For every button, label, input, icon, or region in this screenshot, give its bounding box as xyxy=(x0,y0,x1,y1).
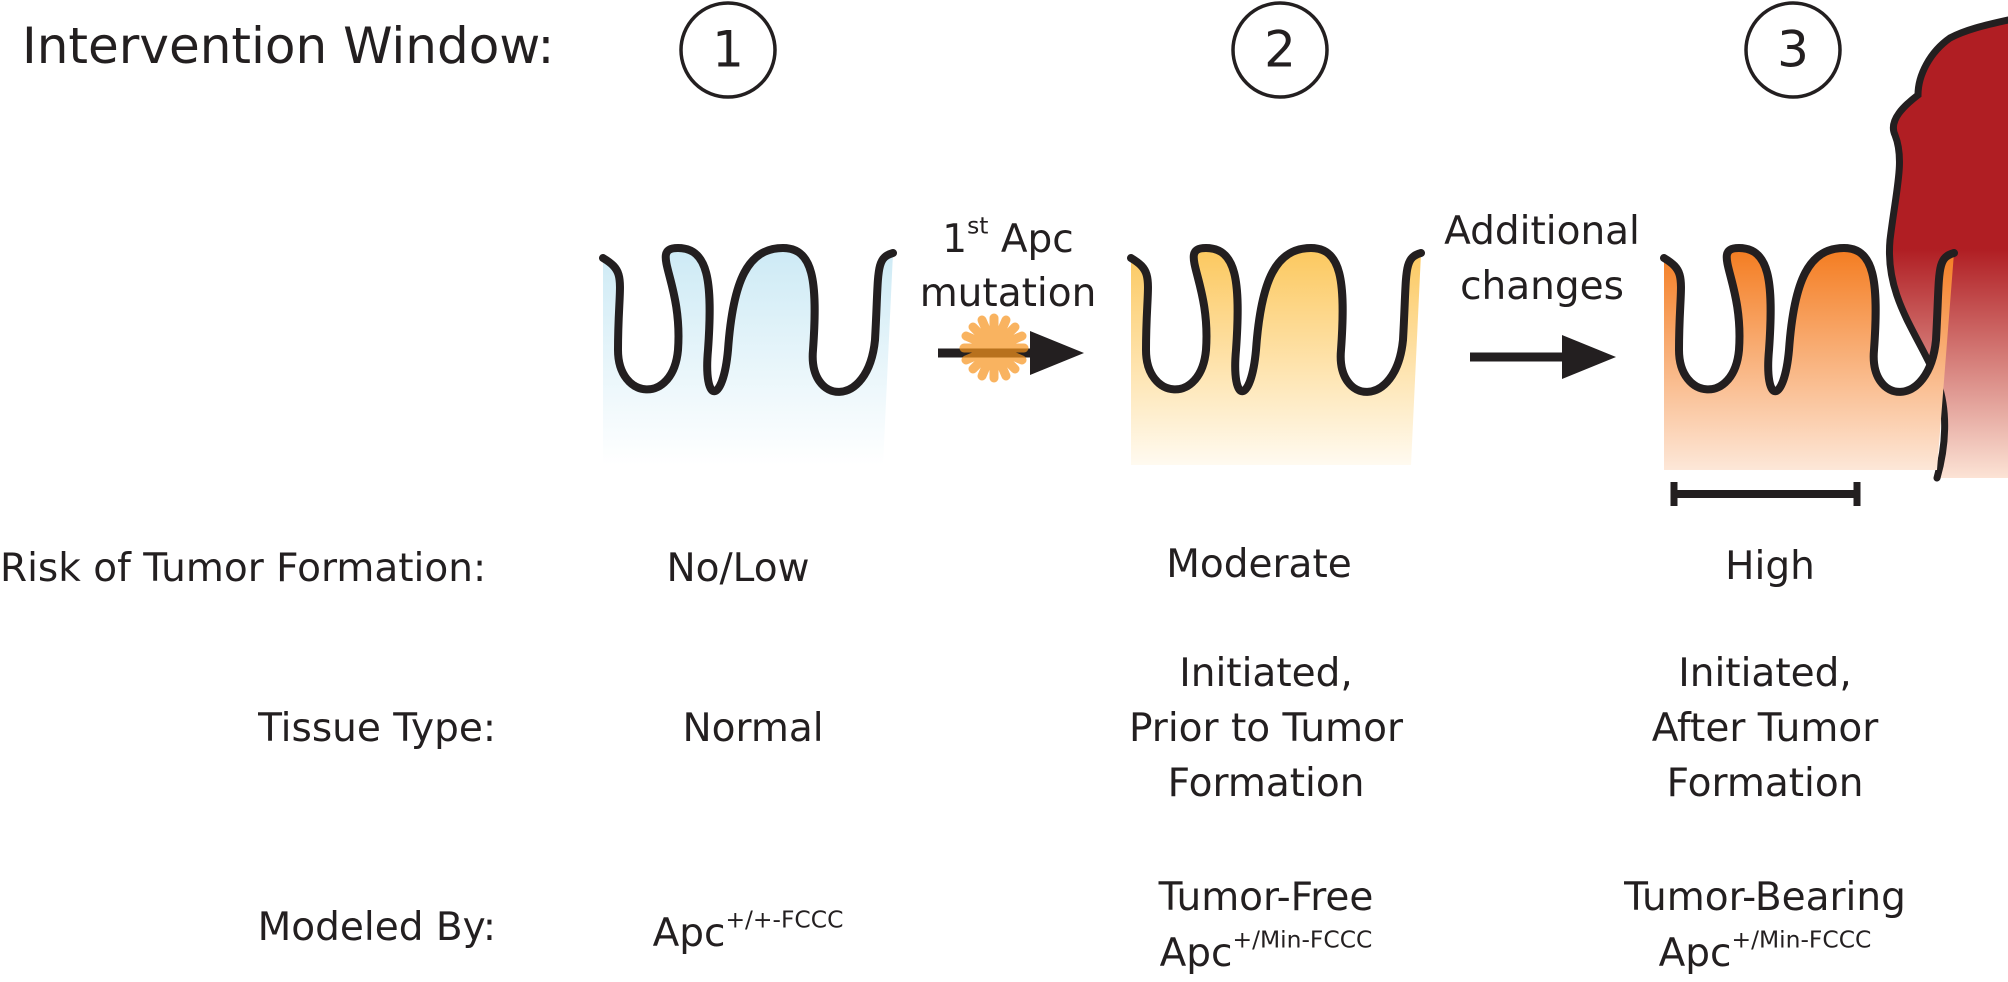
row-label-tissue: Tissue Type: xyxy=(258,706,496,751)
orange-starburst-icon xyxy=(959,313,1029,383)
tissue-stage-2-line2: Prior to Tumor xyxy=(1128,706,1404,751)
scale-bar xyxy=(1670,482,1861,506)
tissue-stage-3-line2: After Tumor xyxy=(1651,706,1879,751)
stage-number-circle xyxy=(1744,1,1842,99)
stage-number-circle xyxy=(679,1,777,99)
model-stage-3: Apc+/Min-FCCC xyxy=(1658,925,1872,976)
model-stage-2-prefix: Tumor-Free xyxy=(1158,875,1374,920)
tissue-stage-2-line1: Initiated, xyxy=(1179,651,1353,696)
tumor-mass xyxy=(1889,20,2008,478)
tissue-initiated-after xyxy=(1660,244,1958,470)
tissue-initiated-prior xyxy=(1127,244,1425,465)
stage-2-number: 2 xyxy=(1264,20,1296,79)
diagram-title: Intervention Window: xyxy=(22,17,555,75)
transition-1-label: 1st Apc xyxy=(942,211,1074,262)
model-stage-1: Apc+/+-FCCC xyxy=(652,905,844,956)
risk-stage-2: Moderate xyxy=(1166,542,1352,587)
model-stage-3-prefix: Tumor-Bearing xyxy=(1624,875,1906,920)
transition-2-label-line2: changes xyxy=(1460,264,1624,309)
tissue-stage-1: Normal xyxy=(682,706,824,751)
stage-number-circle xyxy=(1231,1,1329,99)
stage-3-number: 3 xyxy=(1777,20,1809,79)
risk-stage-1: No/Low xyxy=(666,546,810,591)
tissue-normal xyxy=(599,244,897,465)
model-stage-2: Apc+/Min-FCCC xyxy=(1159,925,1373,976)
stage-1-number: 1 xyxy=(712,20,744,79)
row-label-model: Modeled By: xyxy=(257,905,496,950)
transition-1-label-line2: mutation xyxy=(919,271,1097,316)
progression-arrow xyxy=(1470,335,1616,379)
tissue-stage-2-line3: Formation xyxy=(1167,761,1365,806)
row-label-risk: Risk of Tumor Formation: xyxy=(0,546,487,591)
tissue-stage-3-line3: Formation xyxy=(1666,761,1864,806)
transition-2-label: Additional xyxy=(1444,209,1640,254)
tissue-stage-3-line1: Initiated, xyxy=(1678,651,1852,696)
risk-stage-3: High xyxy=(1725,544,1815,589)
